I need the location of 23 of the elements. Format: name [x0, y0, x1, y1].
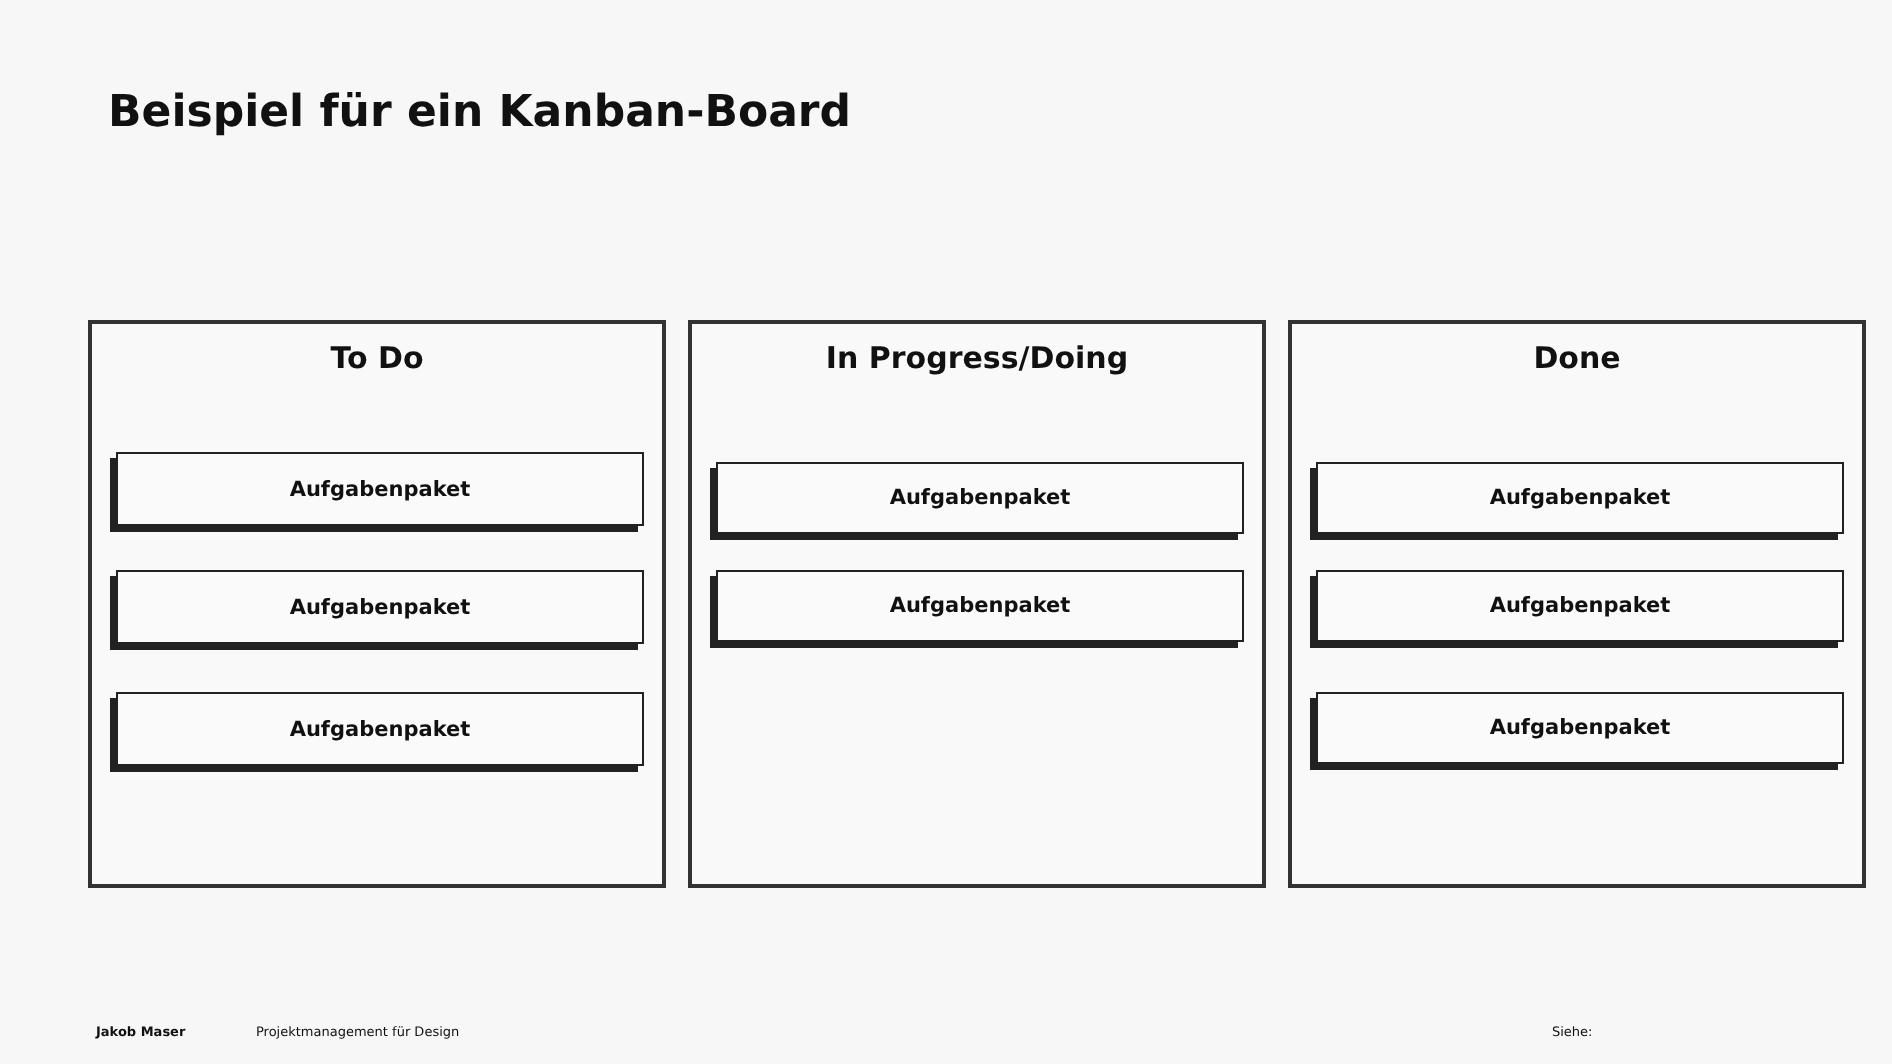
kanban-column [688, 320, 1266, 888]
task-card [1316, 692, 1844, 764]
task-card [716, 570, 1244, 642]
task-card [116, 570, 644, 644]
column-heading: Done [1531, 340, 1623, 376]
task-card [716, 462, 1244, 534]
column-heading: In Progress/Doing [823, 340, 1131, 376]
task-card [1316, 570, 1844, 642]
card-label: Aufgabenpaket [1489, 716, 1671, 740]
card-label: Aufgabenpaket [289, 595, 471, 619]
column-heading: To Do [328, 340, 426, 376]
kanban-column [88, 320, 666, 888]
card-label: Aufgabenpaket [1489, 594, 1671, 618]
card-label: Aufgabenpaket [889, 486, 1071, 510]
task-card [116, 692, 644, 766]
card-label: Aufgabenpaket [889, 594, 1071, 618]
card-label: Aufgabenpaket [289, 717, 471, 741]
card-label: Aufgabenpaket [289, 477, 471, 501]
title: Beispiel für ein Kanban-Board [108, 88, 852, 138]
task-card [1316, 462, 1844, 534]
card-label: Aufgabenpaket [1489, 486, 1671, 510]
task-card [116, 452, 644, 526]
kanban-column [1288, 320, 1866, 888]
